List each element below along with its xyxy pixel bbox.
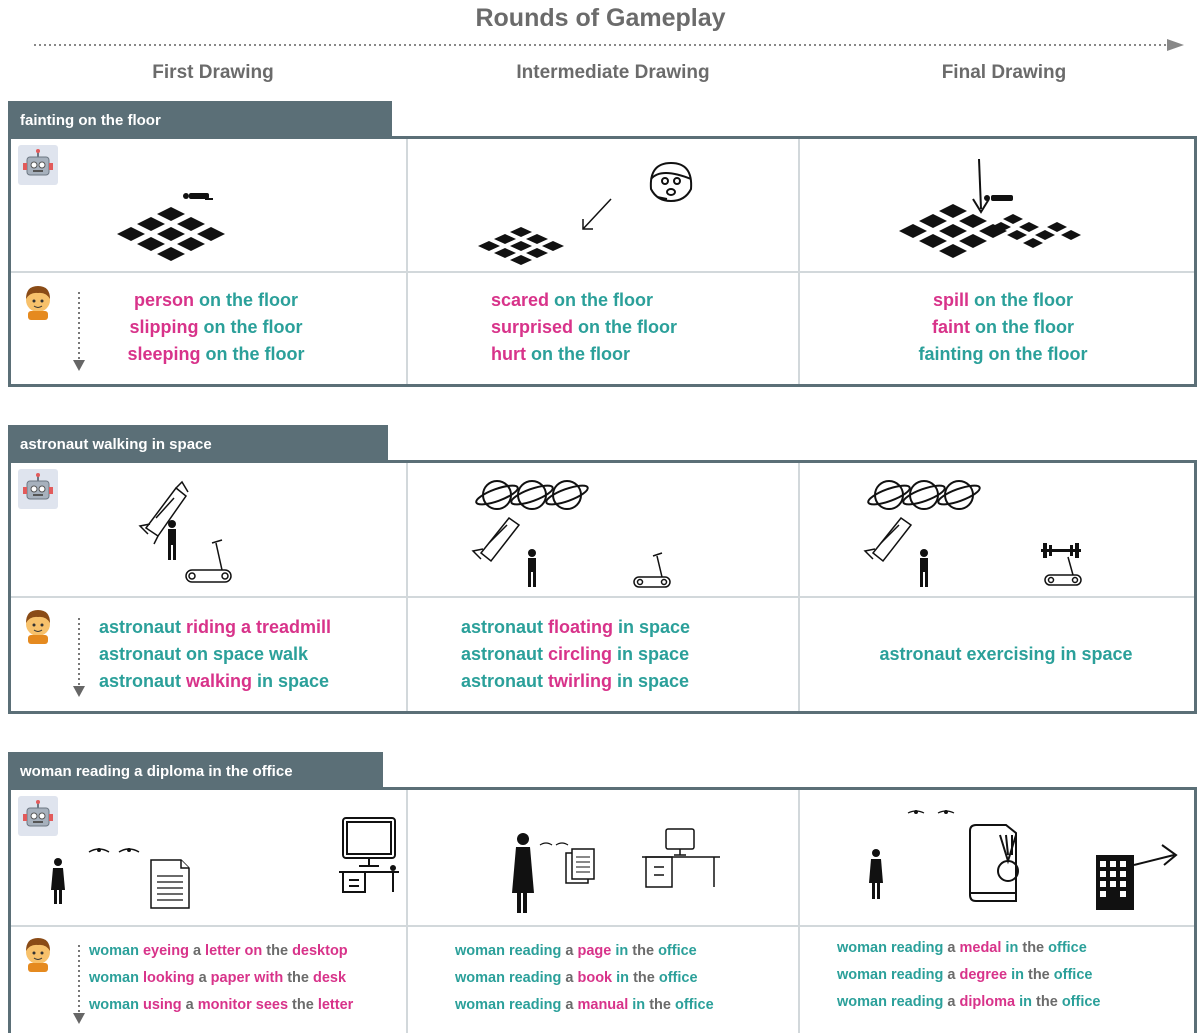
guess-line: woman reading a medal in the office [837,940,1087,956]
human-avatar-icon [18,280,58,320]
guess-line: woman looking a paper with the desk [89,970,347,986]
column-header-final: Final Drawing [941,62,1067,83]
guess-line: slipping on the floor [129,317,303,337]
diagram-title: Rounds of Gameplay [475,4,726,32]
drawing-first [51,817,399,909]
guess-line: woman using a monitor sees the letter [89,997,354,1013]
row-label-tab: astronaut walking in space [8,425,388,460]
drawing-intermediate [478,161,693,265]
drawing-intermediate [512,828,720,913]
robot-avatar-icon [18,145,58,185]
drawing-final [863,480,1082,587]
guess-line: woman reading a page in the office [455,943,697,959]
row-panel-fainting: person on the floor slipping on the floo… [8,136,1197,387]
guess-line: astronaut circling in space [461,644,690,664]
human-avatar-icon [18,932,58,972]
guesses-intermediate: woman reading a page in the office woman… [451,938,781,1019]
row-label-tab: woman reading a diploma in the office [8,752,383,787]
guesses-intermediate: scared on the floor surprised on the flo… [451,287,771,368]
guess-line: astronaut walking in space [99,671,330,691]
guess-line: astronaut riding a treadmill [99,617,332,637]
guess-line: woman reading a book in the office [455,970,698,986]
guess-line: surprised on the floor [491,317,678,337]
guess-line: astronaut on space walk [99,644,309,664]
guess-line: spill on the floor [932,290,1073,310]
guess-sequence-arrow-icon [73,945,85,1024]
drawing-first [138,480,232,583]
row-panel-astronaut: astronaut riding a treadmill astronaut o… [8,460,1197,714]
guess-line: astronaut exercising in space [879,644,1133,664]
guess-line: scared on the floor [491,290,654,310]
drawing-final [899,158,1081,258]
guess-line: faint on the floor [932,317,1074,337]
guesses-final: woman reading a medal in the office woma… [837,935,1177,1016]
guess-sequence-arrow-icon [73,618,85,697]
guess-line: astronaut floating in space [461,617,691,637]
drawing-final [869,810,1178,910]
drawing-intermediate [471,480,671,588]
guess-line: hurt on the floor [491,344,630,364]
guesses-first: astronaut riding a treadmill astronaut o… [99,614,399,695]
column-header-first: First Drawing [152,62,274,83]
guess-line: woman reading a degree in the office [837,967,1093,983]
row-panel-woman: woman eyeing a letter on the desktop wom… [8,787,1197,1033]
guess-line: woman reading a diploma in the office [837,994,1101,1010]
guess-line: woman reading a manual in the office [455,997,714,1013]
row-label-tab: fainting on the floor [8,101,392,136]
guesses-final: astronaut exercising in space [811,641,1201,668]
column-header-intermediate: Intermediate Drawing [516,62,710,83]
robot-avatar-icon [18,796,58,836]
guesses-final: spill on the floor faint on the floor fa… [848,287,1158,368]
human-avatar-icon [18,604,58,644]
guess-sequence-arrow-icon [73,292,85,371]
guess-line: sleeping on the floor [127,344,305,364]
guesses-intermediate: astronaut floating in space astronaut ci… [451,614,771,695]
rounds-arrow-icon [34,39,1184,51]
guesses-first: woman eyeing a letter on the desktop wom… [89,938,409,1019]
guess-line: astronaut twirling in space [461,671,690,691]
robot-avatar-icon [18,469,58,509]
drawing-first [117,193,225,261]
guess-line: woman eyeing a letter on the desktop [89,943,348,959]
guesses-first: person on the floor slipping on the floo… [71,287,361,368]
guess-line: fainting on the floor [918,344,1088,364]
guess-line: person on the floor [133,290,298,310]
